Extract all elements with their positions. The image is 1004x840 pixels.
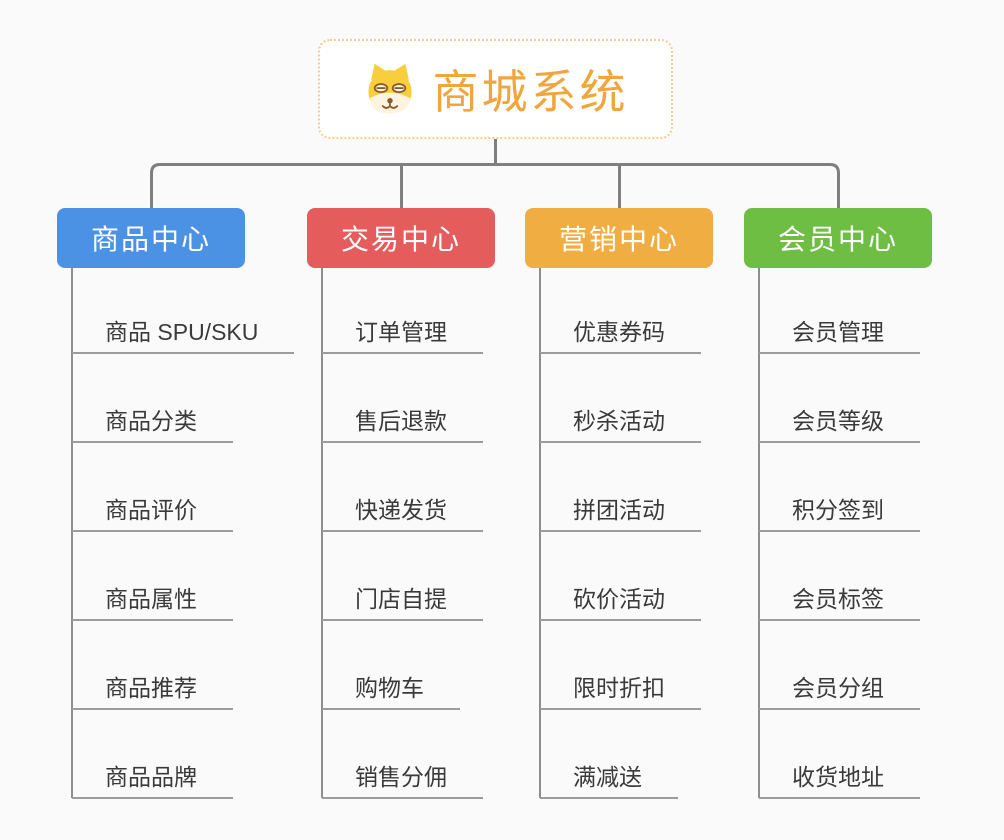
branch-column-marketing: 营销中心 优惠券码 秒杀活动 拼团活动 砍价活动 限时折扣 满减送	[525, 208, 785, 808]
leaf-node[interactable]: 满减送	[540, 762, 678, 799]
leaf-node[interactable]: 会员管理	[759, 317, 920, 354]
leaf-node[interactable]: 售后退款	[322, 406, 483, 443]
branch-label: 营销中心	[558, 224, 679, 255]
branch-column-trade: 交易中心 订单管理 售后退款 快递发货 门店自提 购物车 销售分佣	[307, 208, 567, 808]
root-node[interactable]: 商城系统	[318, 39, 673, 139]
leaf-node[interactable]: 优惠券码	[540, 317, 701, 354]
branch-column-members: 会员中心 会员管理 会员等级 积分签到 会员标签 会员分组 收货地址	[744, 208, 1004, 808]
leaf-node[interactable]: 商品评价	[72, 495, 233, 532]
leaf-node[interactable]: 商品推荐	[72, 673, 233, 710]
leaf-node[interactable]: 商品分类	[72, 406, 233, 443]
branch-column-products: 商品中心 商品 SPU/SKU 商品分类 商品评价 商品属性 商品推荐 商品品牌	[57, 208, 317, 808]
branch-label: 商品中心	[90, 224, 211, 255]
leaf-node[interactable]: 门店自提	[322, 584, 483, 621]
leaf-node[interactable]: 订单管理	[322, 317, 483, 354]
leaf-node[interactable]: 秒杀活动	[540, 406, 701, 443]
leaf-node[interactable]: 商品 SPU/SKU	[72, 317, 295, 354]
branch-node-trade[interactable]: 交易中心	[307, 208, 495, 268]
branch-node-marketing[interactable]: 营销中心	[525, 208, 713, 268]
leaf-node[interactable]: 商品属性	[72, 584, 233, 621]
leaf-node[interactable]: 快递发货	[322, 495, 483, 532]
branch-node-members[interactable]: 会员中心	[744, 208, 932, 268]
dog-face-icon	[367, 63, 412, 114]
leaf-node[interactable]: 积分签到	[759, 495, 920, 532]
branch-label: 会员中心	[777, 224, 898, 255]
root-title: 商城系统	[432, 66, 629, 118]
leaf-node[interactable]: 拼团活动	[540, 495, 701, 532]
leaf-node[interactable]: 会员分组	[759, 673, 920, 710]
leaf-node[interactable]: 砍价活动	[540, 584, 701, 621]
branch-node-products[interactable]: 商品中心	[57, 208, 245, 268]
branch-label: 交易中心	[340, 224, 461, 255]
leaf-node[interactable]: 销售分佣	[322, 762, 483, 799]
leaf-node[interactable]: 会员等级	[759, 406, 920, 443]
leaf-node[interactable]: 商品品牌	[72, 762, 233, 799]
leaf-node[interactable]: 购物车	[322, 673, 460, 710]
branch-rail-line	[150, 163, 840, 210]
leaf-node[interactable]: 收货地址	[759, 762, 920, 799]
leaf-node[interactable]: 会员标签	[759, 584, 920, 621]
leaf-node[interactable]: 限时折扣	[540, 673, 701, 710]
